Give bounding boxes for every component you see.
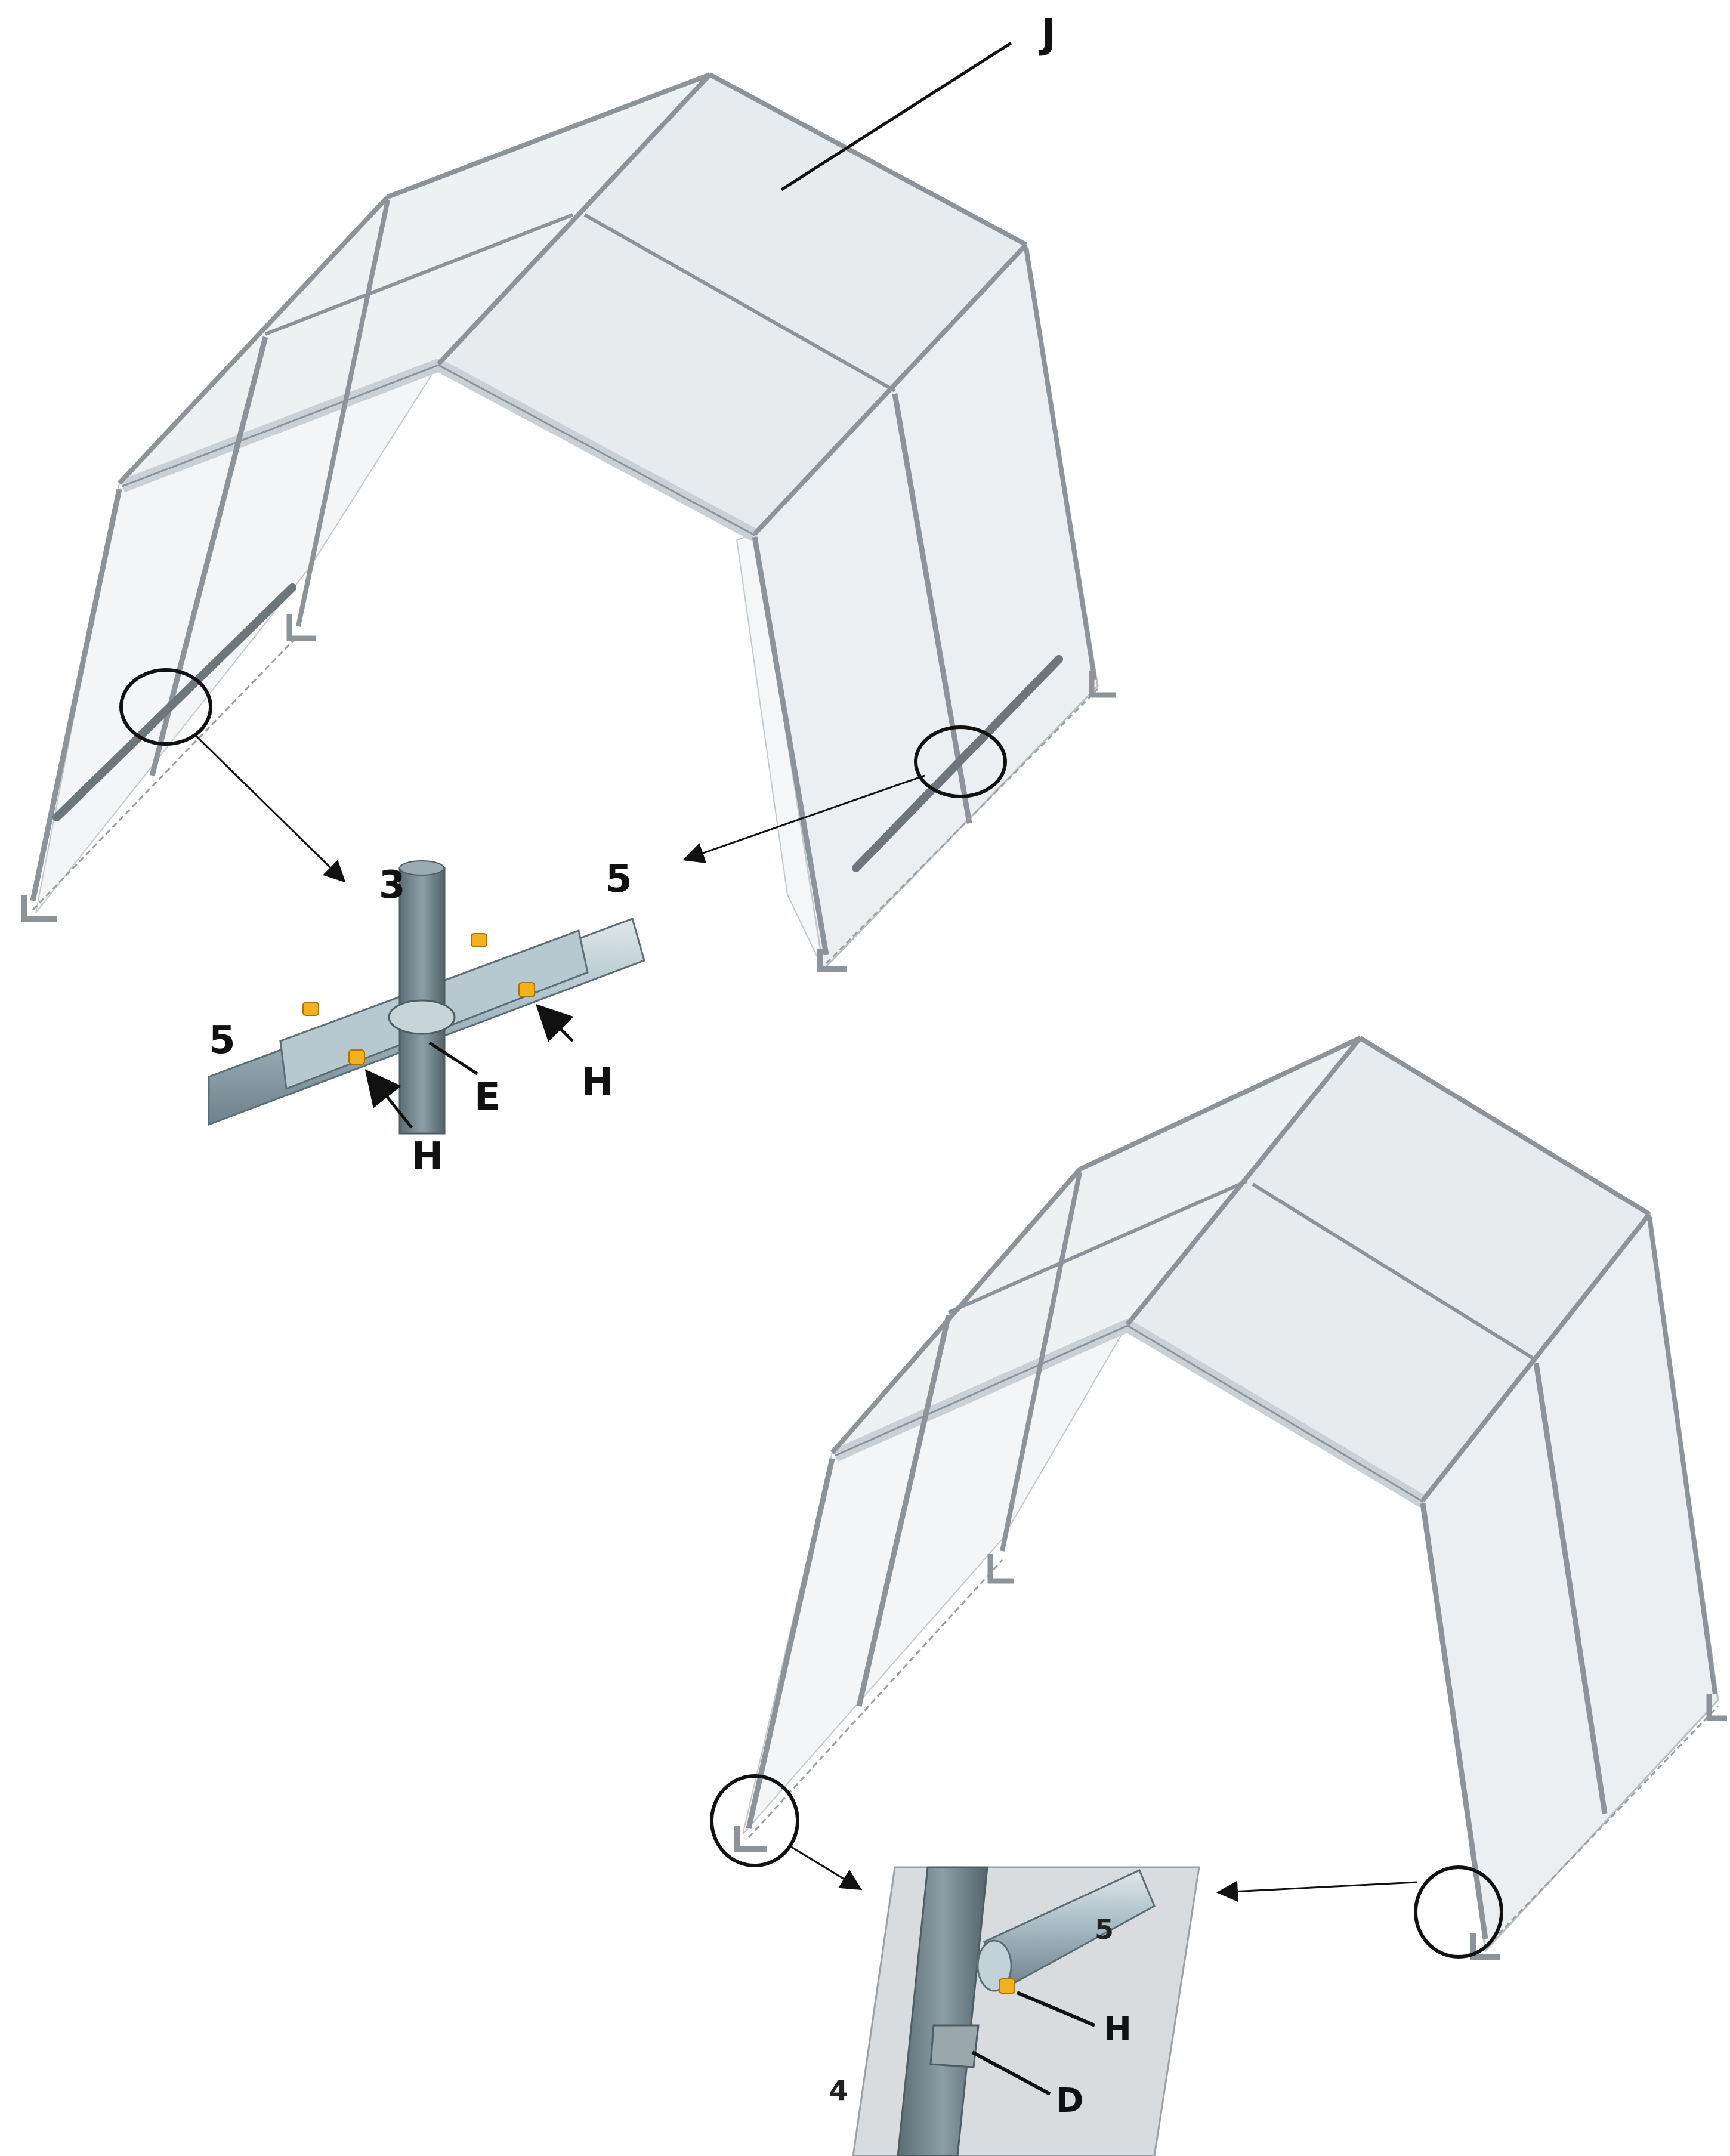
shelter-top-rail-4 xyxy=(709,72,1027,247)
arrow-left-to-detail1 xyxy=(193,733,346,883)
detail1-bolt-2 xyxy=(471,933,487,947)
shelter-top-leg-back-right xyxy=(1024,247,1097,681)
leader-d xyxy=(971,2050,1051,2096)
leader-j xyxy=(780,41,1012,191)
highlight-circle-bottom-right xyxy=(1414,1865,1503,1959)
shelter-top-leg-front-right xyxy=(752,536,829,955)
shelter-bottom-base-right xyxy=(1484,1705,1719,1949)
detail2-bracket xyxy=(929,2024,980,2068)
shelter-top-front-trim-edge xyxy=(122,364,755,536)
leader-h-right xyxy=(535,1003,574,1042)
label-4: 4 xyxy=(829,2074,848,2106)
leader-e xyxy=(428,1041,478,1076)
shelter-bottom-leg-back-left xyxy=(1000,1172,1082,1552)
highlight-circle-bottom-left xyxy=(710,1774,799,1867)
shelter-top-front-right xyxy=(736,533,824,970)
detail1-bolt-3 xyxy=(518,982,535,997)
shelter-top-rail-1 xyxy=(387,72,711,199)
shelter-bottom-eave-left xyxy=(830,1167,1082,1454)
label-h-bottom: H xyxy=(412,1135,444,1179)
shelter-bottom-rail-3 xyxy=(1252,1182,1537,1362)
shelter-bottom-leg-back-right xyxy=(1647,1216,1717,1695)
label-5-right: 5 xyxy=(606,857,632,901)
shelter-top-ridge xyxy=(437,73,712,366)
leader-h-detail2 xyxy=(1016,1991,1096,2027)
shelter-top-foot-4 xyxy=(1089,671,1116,698)
shelter-bottom-foot-3 xyxy=(1470,1933,1500,1960)
shelter-bottom-eave-right xyxy=(1420,1212,1652,1502)
label-3: 3 xyxy=(379,863,406,907)
shelter-top-rail-3 xyxy=(583,213,896,393)
label-5-detail2: 5 xyxy=(1095,1913,1114,1945)
highlight-circle-right xyxy=(914,725,1007,798)
label-j: J xyxy=(1039,11,1056,58)
detail1-bolt-1 xyxy=(302,1002,319,1016)
shelter-top-leg-back-left xyxy=(296,199,390,627)
shelter-bottom-leg-front-left xyxy=(746,1458,835,1829)
detail-foot-connector: 5 H D 4 xyxy=(829,1866,1200,2156)
shelter-top-base-left xyxy=(32,634,299,911)
shelter-top-sidepipe-left xyxy=(52,583,296,821)
detail-cross-connector: 3 5 5 E H H xyxy=(208,857,645,1179)
detail1-collar xyxy=(388,999,456,1035)
label-5-left: 5 xyxy=(209,1018,236,1062)
label-h-detail2: H xyxy=(1104,2010,1132,2049)
detail1-vertical-pipe-top xyxy=(399,860,444,876)
shelter-bottom-base-left xyxy=(747,1559,1003,1839)
shelter-top-leg-mid-right xyxy=(892,393,972,824)
shelter-bottom-leg-mid-left xyxy=(856,1314,952,1707)
shelter-top-foot-2 xyxy=(286,614,316,641)
label-e: E xyxy=(474,1075,501,1119)
shelter-bottom-foot-4 xyxy=(1706,1694,1727,1721)
shelter-top-foot-3 xyxy=(817,949,847,972)
arrow-left-to-detail2 xyxy=(790,1845,863,1891)
shelter-bottom-foot-1 xyxy=(734,1826,767,1852)
shelter-bottom-leg-mid-right xyxy=(1533,1363,1608,1814)
shelter-top-eave-right xyxy=(753,243,1028,536)
detail1-bolt-4 xyxy=(348,1049,365,1065)
shelter-top: J xyxy=(21,11,1116,972)
shelter-bottom xyxy=(710,1036,1727,1960)
leader-h-bottom xyxy=(364,1069,413,1129)
shelter-top-sidepipe-right xyxy=(852,655,1063,872)
detail2-vertical-leg xyxy=(897,1866,988,2156)
shelter-top-leg-front-left xyxy=(30,489,122,901)
arrow-right-to-detail2 xyxy=(1216,1880,1417,1902)
shelter-bottom-rail-4 xyxy=(1358,1036,1651,1216)
shelter-bottom-front-trim-edge xyxy=(835,1324,1423,1503)
detail2-bolt xyxy=(999,1978,1015,1994)
shelter-top-eave-left xyxy=(118,195,390,485)
shelter-top-base-right xyxy=(825,688,1099,965)
shelter-bottom-rail-2 xyxy=(947,1179,1248,1314)
highlight-circle-left xyxy=(119,668,212,746)
shelter-bottom-foot-2 xyxy=(987,1554,1014,1584)
shelter-bottom-rail-1 xyxy=(1079,1036,1361,1172)
shelter-bottom-leg-front-right xyxy=(1420,1503,1488,1939)
shelter-top-foot-1 xyxy=(21,895,57,922)
label-h-right: H xyxy=(582,1060,614,1104)
arrow-right-to-detail1 xyxy=(682,774,925,864)
label-d: D xyxy=(1056,2081,1083,2120)
shelter-top-rail-2 xyxy=(264,213,574,336)
